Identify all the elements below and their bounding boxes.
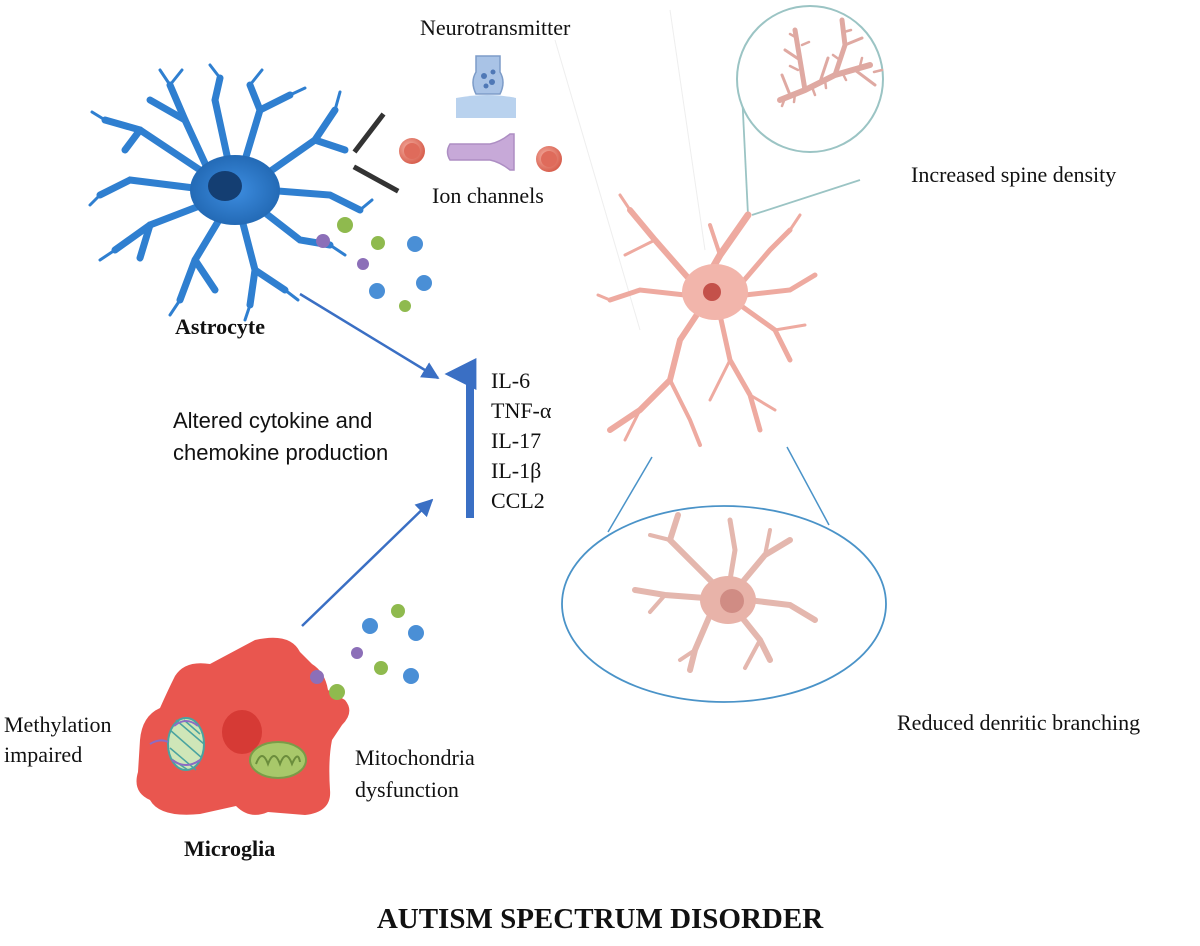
- ion-channel-icons: [399, 133, 562, 172]
- cytokine-tnf-alpha: TNF-α: [491, 398, 552, 423]
- ion-channels-label: Ion channels: [432, 183, 544, 208]
- astrocyte-bracket: [352, 112, 400, 194]
- figure-title: AUTISM SPECTRUM DISORDER: [376, 903, 824, 935]
- synapse-icon: [456, 55, 516, 118]
- microglia-label: Microglia: [184, 836, 276, 861]
- ellipse-connector: [607, 446, 830, 533]
- altered-cytokine-label: Altered cytokine and chemokine productio…: [173, 405, 453, 469]
- microglia-particles: [310, 604, 424, 700]
- upper-neuron: [596, 193, 818, 447]
- microglia-nucleus: [222, 710, 262, 754]
- astrocyte-thin-processes: [88, 63, 374, 322]
- mitochondria-line-2: dysfunction: [355, 777, 459, 802]
- upper-neuron-nucleus: [703, 283, 721, 301]
- spine-dendrite-detail: [777, 17, 884, 108]
- cytokine-il17: IL-17: [491, 428, 542, 453]
- astrocyte-particles: [316, 217, 432, 312]
- neurotransmitter-label: Neurotransmitter: [420, 15, 571, 40]
- cytokine-il1-beta: IL-1β: [491, 458, 542, 483]
- cytokine-list: IL-6 TNF-α IL-17 IL-1β CCL2: [491, 366, 591, 516]
- mitochondria-line-1: Mitochondria: [355, 745, 475, 770]
- astrocyte-label: Astrocyte: [175, 314, 265, 339]
- reduced-branching-label: Reduced denritic branching: [897, 710, 1141, 735]
- methylation-label: Methylation impaired: [4, 710, 144, 770]
- astrocyte-cell: [96, 74, 364, 309]
- increased-spine-density-label: Increased spine density: [911, 162, 1117, 187]
- astrocyte-arrow: [299, 292, 440, 380]
- mitochondria-label: Mitochondria dysfunction: [355, 742, 515, 806]
- lower-neuron: [632, 512, 818, 673]
- microglia-arrow: [301, 498, 434, 627]
- magnifier-circle: [736, 5, 884, 153]
- lower-neuron-nucleus: [720, 589, 744, 613]
- methylation-line-1: Methylation: [4, 712, 112, 737]
- methylation-line-2: impaired: [4, 742, 83, 767]
- altered-cytokine-line-2: chemokine production: [173, 440, 389, 465]
- astrocyte-nucleus: [208, 171, 242, 201]
- background-guide-lines: [554, 9, 706, 331]
- cytokine-ccl2: CCL2: [491, 488, 545, 513]
- mitochondria-icon: [249, 741, 307, 779]
- methylation-icon: [149, 717, 205, 771]
- cytokine-il6: IL-6: [491, 368, 531, 393]
- altered-cytokine-line-1: Altered cytokine and: [173, 408, 373, 433]
